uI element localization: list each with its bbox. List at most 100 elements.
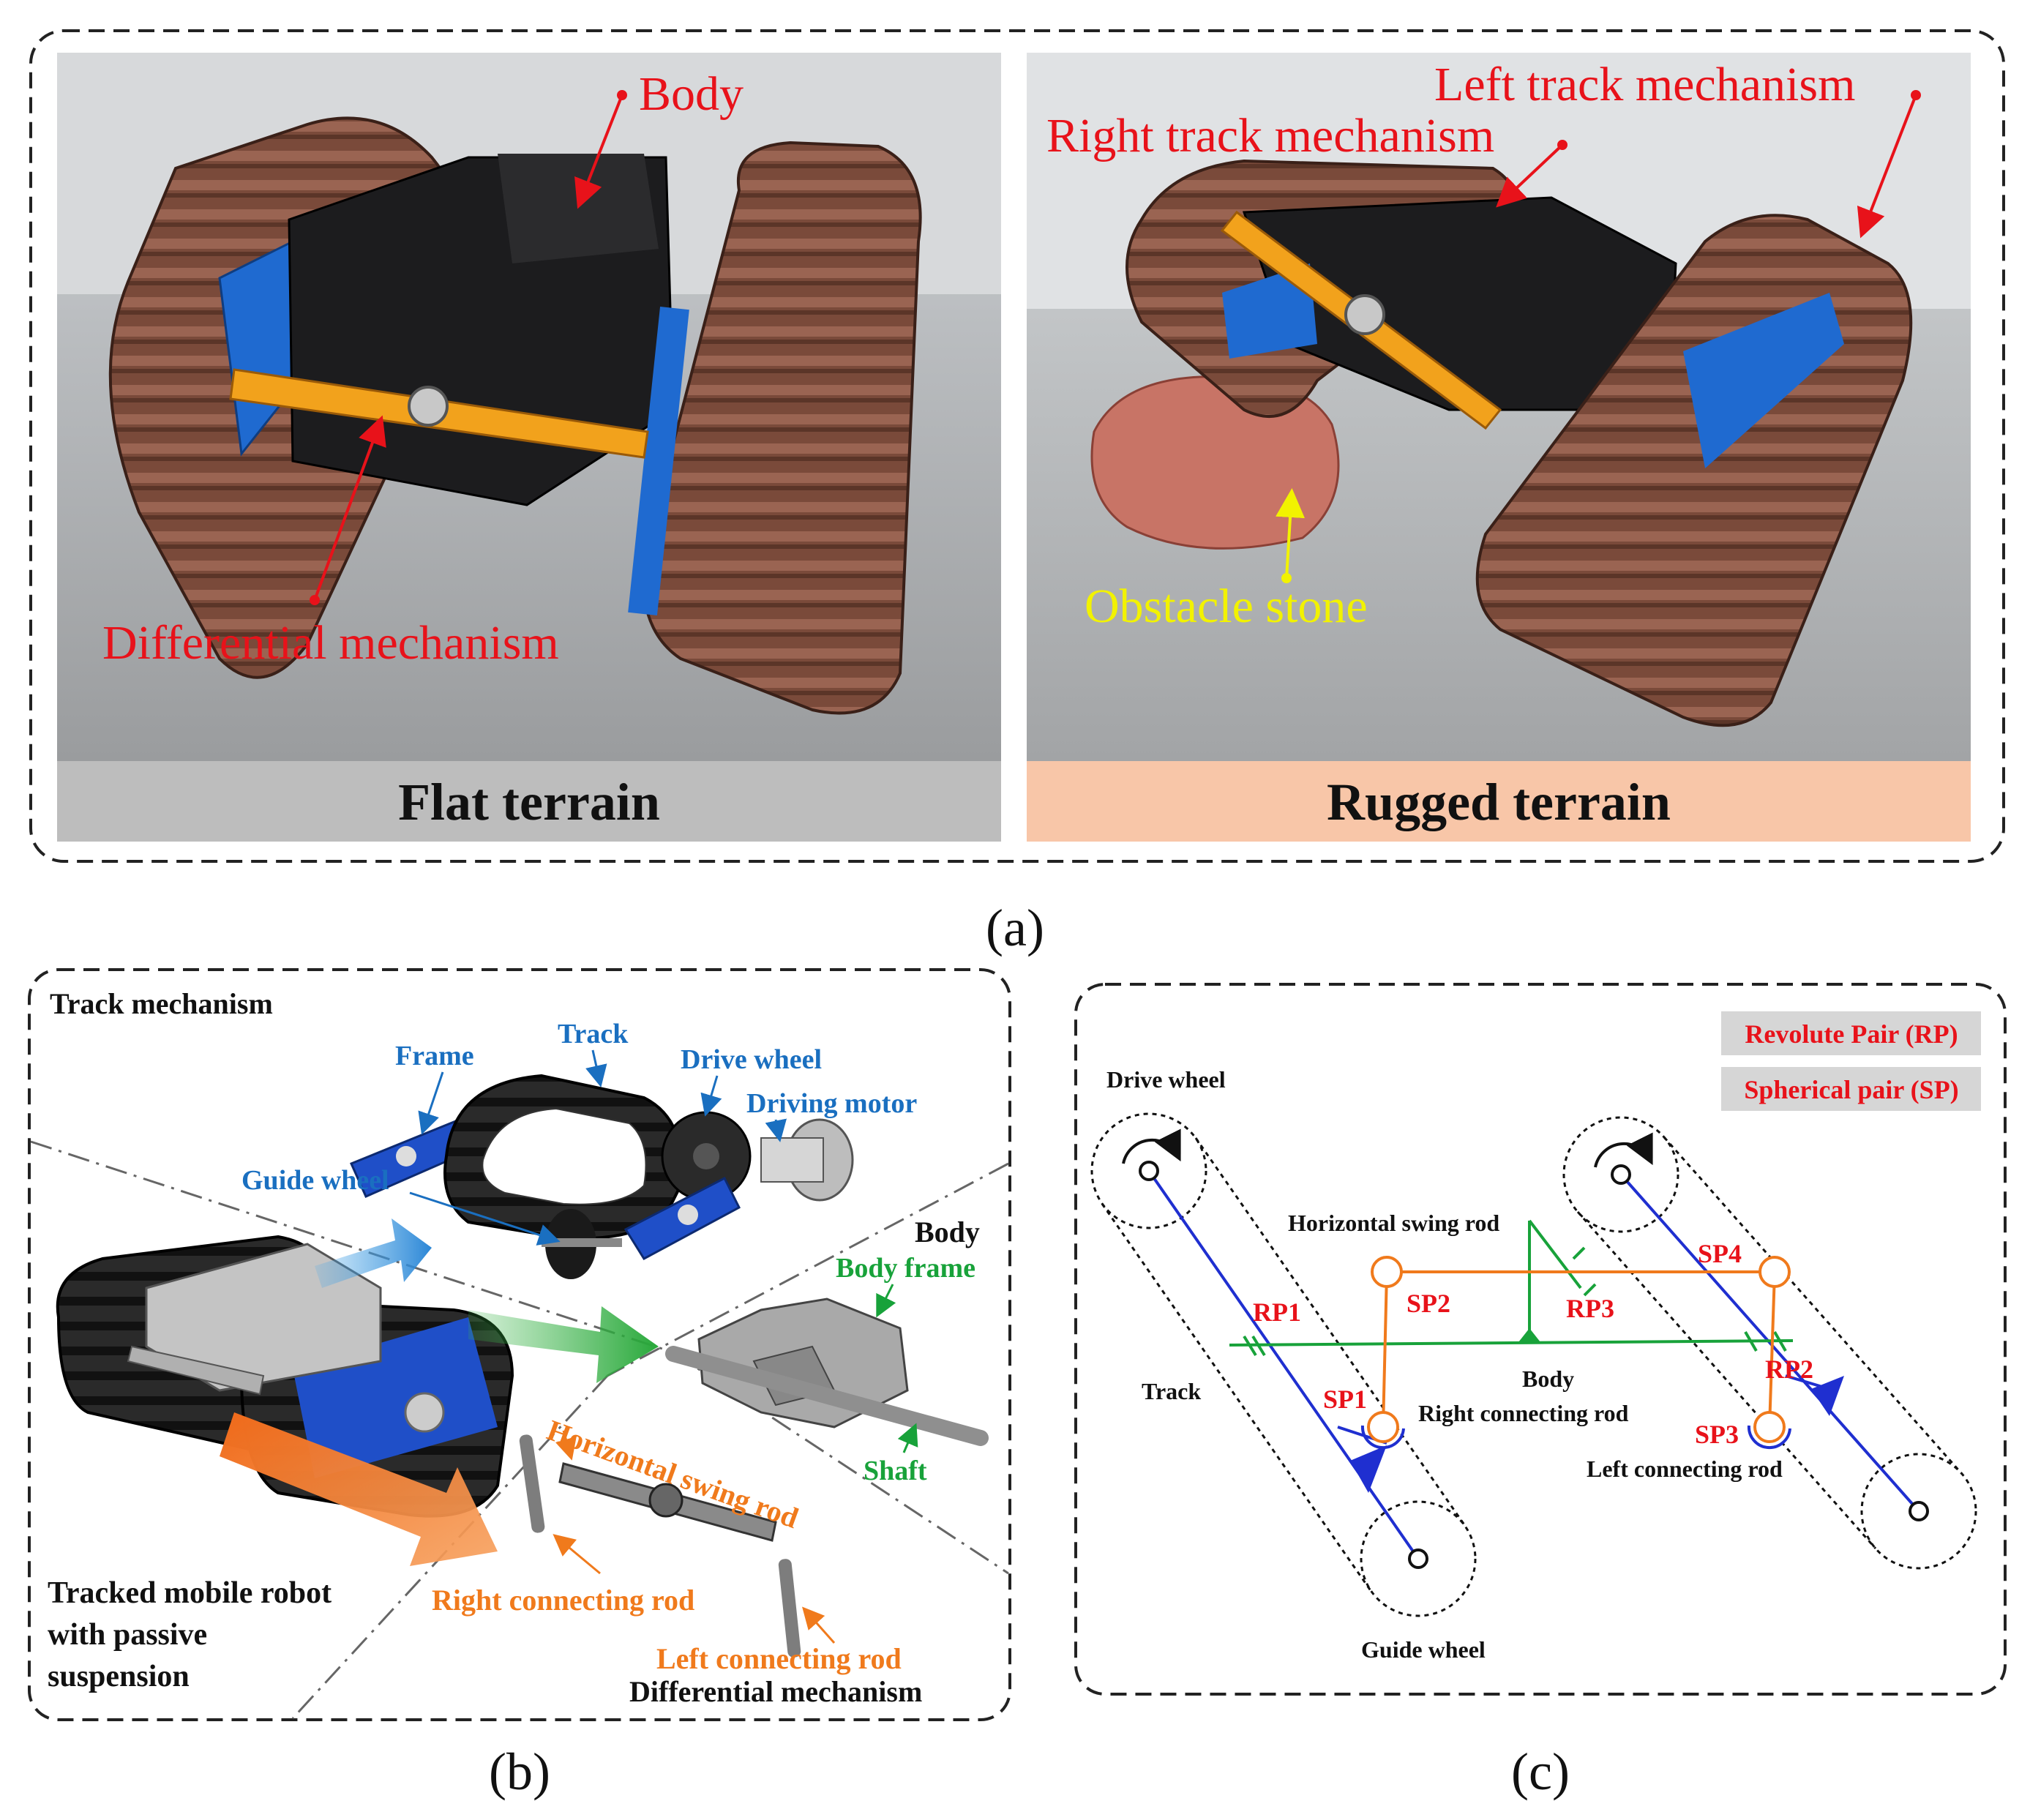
right-track-link — [1619, 1173, 1920, 1513]
guide-wheel-pivot-right — [1909, 1501, 1929, 1521]
motor-leader — [765, 1118, 787, 1142]
sp4-joint — [1759, 1256, 1791, 1288]
guide-wheel-pivot-left — [1408, 1549, 1428, 1569]
banner-flat — [57, 761, 1001, 842]
robot-bearing — [404, 1392, 445, 1433]
frame-leader — [418, 1071, 444, 1135]
label-sp3: SP3 — [1695, 1420, 1739, 1449]
caption-a: (a) — [986, 899, 1044, 957]
body-frame-leader — [876, 1284, 896, 1318]
label-differential: Differential mechanism — [102, 616, 559, 670]
divider-line-2 — [673, 1351, 1009, 1575]
left-track-link — [1147, 1169, 1420, 1560]
rp3-symbol — [1572, 1246, 1597, 1297]
label-c-horizontal-swing-rod: Horizontal swing rod — [1288, 1210, 1499, 1236]
drive-wheel-pivot-left — [1139, 1161, 1159, 1181]
divider-line-3 — [607, 1162, 1009, 1377]
arrow-to-body — [468, 1306, 659, 1383]
label-c-right-connecting-rod: Right connecting rod — [1418, 1400, 1629, 1426]
label-sp1: SP1 — [1323, 1385, 1367, 1414]
guide-wheel-leader — [409, 1191, 561, 1246]
photo-flat-terrain: Body Differential mechanism Flat terrain — [57, 53, 1001, 842]
swing-rod-leader — [555, 1430, 577, 1461]
sp3-joint — [1753, 1411, 1786, 1443]
left-connecting-rod-line — [1768, 1273, 1776, 1428]
legend-rp-box — [1721, 1011, 1981, 1055]
track-inner — [482, 1107, 647, 1205]
left-track-belt — [1090, 1112, 1477, 1617]
panel-b: Track mechanism Frame Track Drive wheel … — [28, 968, 1011, 1801]
label-guide-wheel: Guide wheel — [241, 1165, 389, 1196]
obstacle-callout-line — [1276, 488, 1306, 579]
sp3-socket — [1747, 1425, 1791, 1449]
arrow-to-differential — [220, 1412, 498, 1566]
label-c-body: Body — [1522, 1366, 1574, 1392]
right-connecting-rod-part — [519, 1434, 545, 1533]
label-body-b: Body — [915, 1216, 980, 1248]
banner-rugged-text: Rugged terrain — [1327, 773, 1671, 831]
left-track-callout-line — [1857, 94, 1917, 239]
drive-wheel-leader — [700, 1075, 722, 1117]
rotation-arrow-left — [1122, 1128, 1181, 1164]
right-rod-leader — [553, 1534, 601, 1575]
differential-callout-line — [313, 415, 386, 601]
robot-caption-line2: with passive — [48, 1618, 207, 1652]
label-c-guide-wheel: Guide wheel — [1361, 1636, 1486, 1663]
label-body: Body — [639, 67, 744, 121]
motor-housing — [760, 1137, 824, 1183]
label-frame: Frame — [395, 1041, 474, 1071]
sp2-joint — [1371, 1256, 1403, 1288]
obstacle-callout-dot — [1281, 573, 1292, 583]
right-lever — [1785, 1374, 1823, 1388]
title-track-mechanism: Track mechanism — [50, 987, 273, 1020]
right-bracket — [1811, 1376, 1844, 1416]
label-shaft: Shaft — [864, 1456, 927, 1486]
robot-caption-line3: suspension — [48, 1660, 190, 1693]
left-track-callout-dot — [1911, 90, 1921, 100]
body-base — [1518, 1328, 1540, 1342]
right-track — [641, 141, 922, 715]
photo-rugged-terrain: Left track mechanism Right track mechani… — [1027, 53, 1971, 842]
label-c-left-connecting-rod: Left connecting rod — [1587, 1456, 1783, 1482]
sp1-socket — [1360, 1425, 1405, 1449]
shaft-leader — [897, 1423, 918, 1453]
panel-a-border — [29, 29, 2005, 863]
rp1-symbol — [1243, 1335, 1266, 1357]
panel-c: Revolute Pair (RP) Spherical pair (SP) — [1074, 983, 2007, 1801]
left-bracket — [1350, 1445, 1387, 1493]
blue-frame-right — [628, 307, 689, 615]
label-body-frame: Body frame — [836, 1253, 975, 1284]
right-track-callout-line — [1496, 143, 1564, 208]
label-obstacle: Obstacle stone — [1085, 580, 1368, 633]
robot-swing-rod — [127, 1345, 265, 1396]
right-track-callout-dot — [1557, 140, 1568, 150]
drive-wheel-pivot-right — [1611, 1164, 1631, 1185]
legend-rp: Revolute Pair (RP) — [1745, 1019, 1958, 1049]
label-right-connecting-rod: Right connecting rod — [432, 1584, 694, 1617]
drive-wheel-hub — [693, 1143, 719, 1169]
caption-c: (c) — [1511, 1742, 1570, 1801]
banner-flat-text: Flat terrain — [398, 773, 660, 831]
panel-c-border — [1074, 983, 2007, 1696]
guide-axle — [542, 1238, 622, 1247]
label-differential-mechanism: Differential mechanism — [629, 1675, 922, 1708]
right-track-belt — [1562, 1116, 1977, 1570]
label-sp4: SP4 — [1698, 1239, 1742, 1268]
blue-side-panel — [1683, 293, 1844, 468]
banner-rugged — [1027, 761, 1971, 842]
body-plate — [498, 154, 659, 263]
label-drive-wheel: Drive wheel — [681, 1044, 822, 1075]
rp2-symbol — [1744, 1331, 1787, 1352]
label-rp3: RP3 — [1566, 1294, 1614, 1323]
left-connecting-rod-part — [778, 1559, 801, 1658]
panel-b-border — [28, 968, 1011, 1721]
sp1-joint — [1367, 1411, 1399, 1443]
panel-a: Body Differential mechanism Flat terrain — [29, 29, 2005, 957]
divider-line-1 — [30, 1140, 674, 1354]
label-right-track: Right track mechanism — [1046, 109, 1494, 162]
rotation-arrow-right — [1594, 1132, 1653, 1168]
frame-bearing-2 — [678, 1205, 698, 1225]
arrow-to-track — [315, 1218, 432, 1288]
body-callout-line — [574, 94, 623, 209]
label-c-track: Track — [1142, 1378, 1201, 1404]
